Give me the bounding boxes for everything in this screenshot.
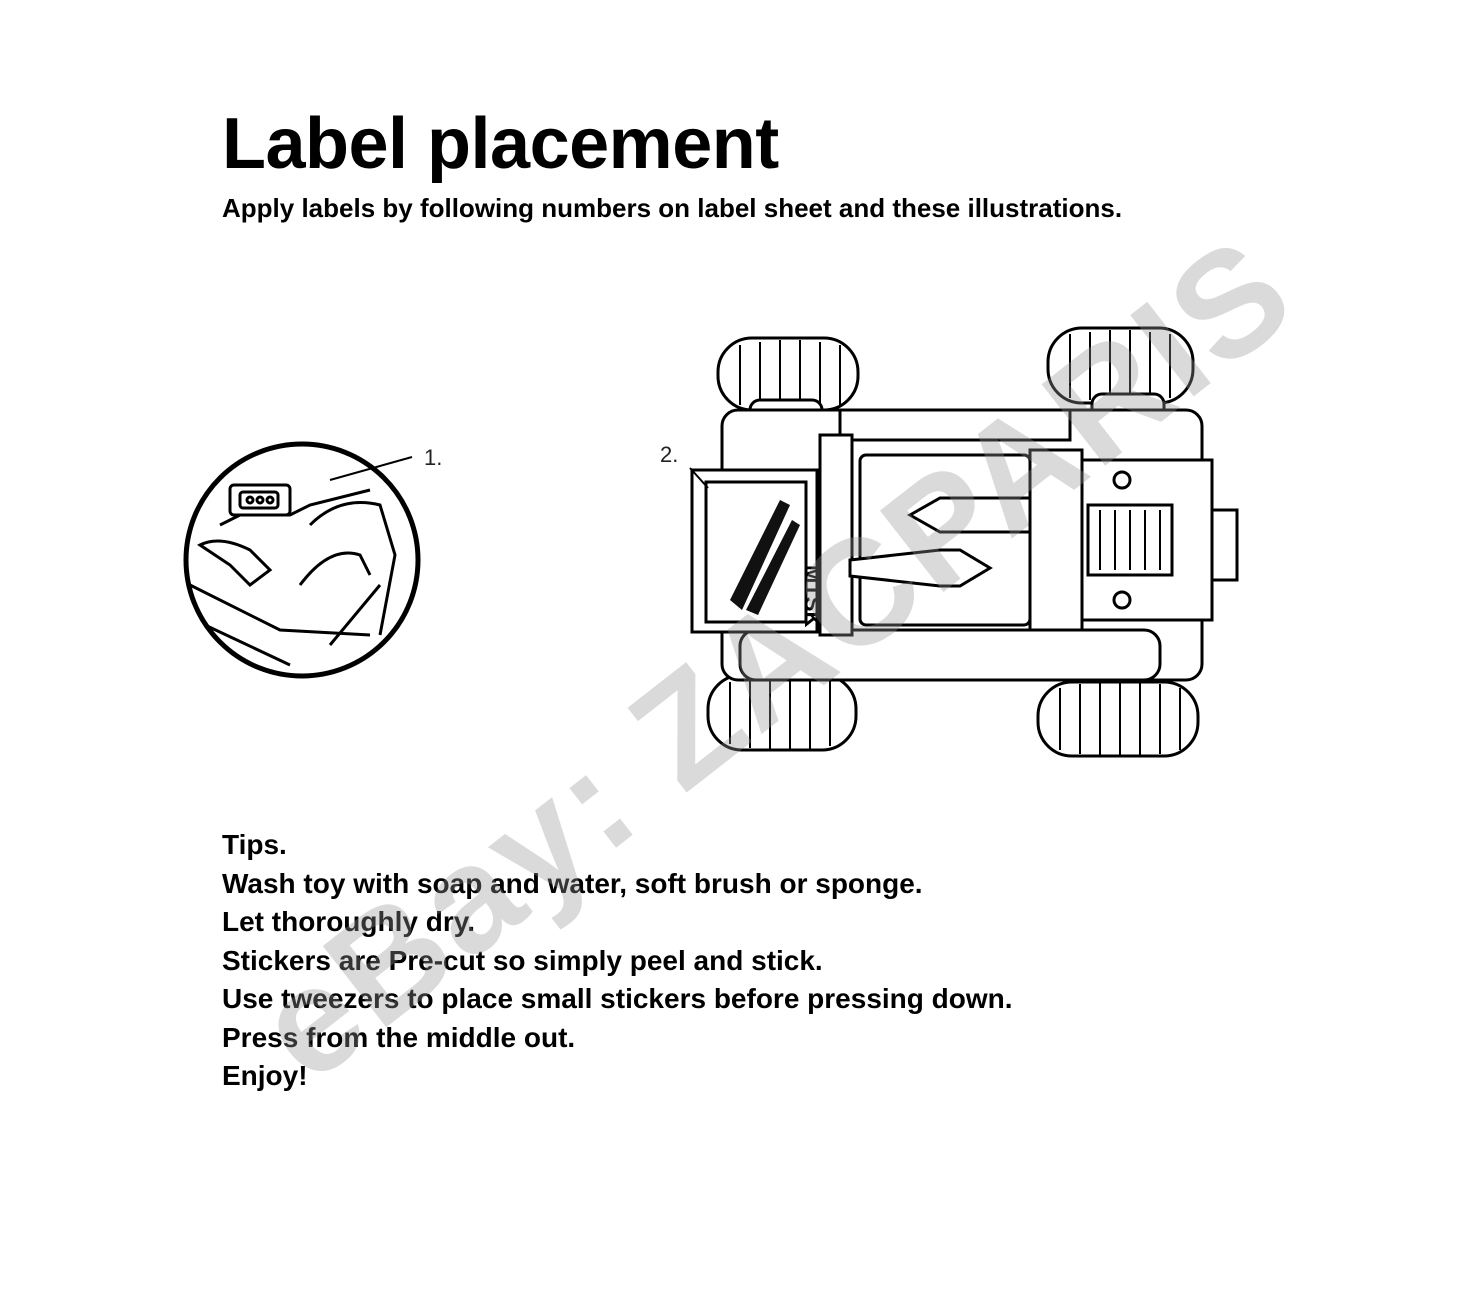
tips-list: Tips. Wash toy with soap and water, soft… bbox=[222, 826, 1013, 1096]
tip-item: Enjoy! bbox=[222, 1060, 308, 1091]
vehicle-decal: MTSK bbox=[800, 565, 825, 627]
cockpit-detail-drawing bbox=[183, 441, 421, 679]
tip-item: Press from the middle out. bbox=[222, 1021, 576, 1053]
tips-heading: Tips. bbox=[222, 829, 287, 860]
vehicle-top-view-drawing: MTSK bbox=[689, 326, 1239, 758]
callout-1-label: 1. bbox=[424, 445, 443, 470]
tip-item: Let thoroughly dry. bbox=[222, 906, 476, 937]
tip-item: Wash toy with soap and water, soft brush… bbox=[222, 867, 923, 899]
callout-2-label: 2. bbox=[660, 442, 679, 467]
vehicle-illustration: MTSK 2. bbox=[650, 320, 1250, 770]
page-title: Label placement bbox=[222, 104, 779, 184]
tip-item: Use tweezers to place small stickers bef… bbox=[222, 983, 1013, 1014]
inset-illustration: 1. bbox=[180, 435, 450, 685]
page-subtitle: Apply labels by following numbers on lab… bbox=[222, 193, 1123, 223]
tip-item: Stickers are Pre-cut so simply peel and … bbox=[222, 944, 823, 976]
